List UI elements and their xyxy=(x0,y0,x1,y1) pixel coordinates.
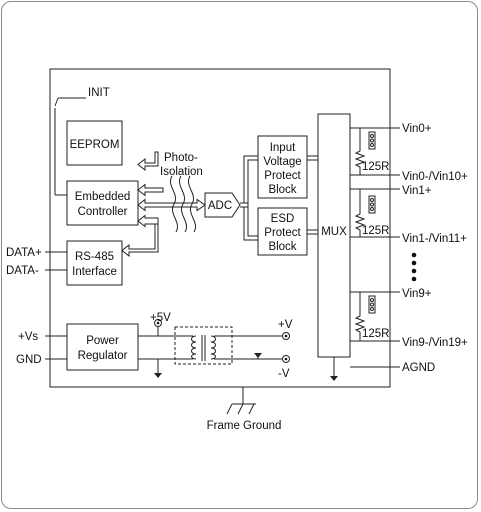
rs485-label-2: Interface xyxy=(72,266,117,278)
pin-gnd: GND xyxy=(16,354,42,366)
esd-label-3: Block xyxy=(268,241,296,253)
mux-block xyxy=(317,113,351,358)
embedded-controller-label-1: Embedded xyxy=(75,191,131,203)
isolation-transformer xyxy=(174,326,233,365)
input-voltage-protect-block xyxy=(257,135,308,199)
pin-vs: +Vs xyxy=(18,331,38,343)
frame-ground-label: Frame Ground xyxy=(207,420,282,432)
resistor-label-9: 125R xyxy=(362,328,390,340)
pin-agnd: AGND xyxy=(402,362,435,374)
mux-ground-symbol xyxy=(330,357,338,381)
bus-arrow-controller-lower xyxy=(137,214,159,228)
pin-vin1-minus: Vin1-/Vin11+ xyxy=(402,233,467,245)
eeprom-block xyxy=(66,120,123,166)
channel-1-wiring xyxy=(350,188,400,238)
power-wiring xyxy=(138,326,282,378)
power-regulator-label-1: Power xyxy=(86,335,119,347)
photo-isolation-label-2: Isolation xyxy=(160,166,203,178)
adc-block xyxy=(204,192,241,218)
ivp-label-2: Voltage xyxy=(263,156,301,168)
pin-vin0-minus: Vin0-/Vin10+ xyxy=(402,171,468,183)
protect-to-mux-lines xyxy=(307,155,318,235)
pin-vin0-plus: Vin0+ xyxy=(402,123,432,135)
minus-v-label: -V xyxy=(278,368,290,380)
embedded-controller-label-2: Controller xyxy=(78,206,128,218)
bus-arrow-controller-adc xyxy=(137,198,206,212)
ivp-label-3: Protect xyxy=(264,170,301,182)
resistor-label-1: 125R xyxy=(362,225,390,237)
bus-arrow-eeprom xyxy=(137,151,159,172)
photo-isolation-barrier xyxy=(170,175,196,233)
ivp-label-1: Input xyxy=(270,142,296,154)
adc-to-protect-lines xyxy=(240,155,258,241)
channel-0-wiring xyxy=(350,127,400,176)
module-enclosure xyxy=(49,68,391,388)
power-regulator-block xyxy=(66,323,139,371)
frame-ground-symbol xyxy=(226,387,256,415)
resistor-label-0: 125R xyxy=(362,161,390,173)
adc-label: ADC xyxy=(208,200,232,212)
mux-label: MUX xyxy=(321,226,347,238)
power-terminal-nodes xyxy=(154,319,290,363)
pin-vin1-plus: Vin1+ xyxy=(402,185,432,197)
plus-v-label: +V xyxy=(278,319,293,331)
pin-vin9-minus: Vin9-/Vin19+ xyxy=(402,337,468,349)
ivp-label-4: Block xyxy=(268,184,296,196)
rs485-interface-block xyxy=(66,240,123,286)
bus-arrow-rs485 xyxy=(121,217,159,258)
embedded-controller-block xyxy=(66,180,139,226)
channel-ellipsis-dots xyxy=(411,252,417,282)
photo-isolation-label-1: Photo- xyxy=(164,152,198,164)
esd-protect-block xyxy=(257,207,308,256)
esd-label-2: Protect xyxy=(264,227,301,239)
init-switch xyxy=(54,97,86,196)
esd-label-1: ESD xyxy=(271,213,295,225)
bus-arrow-controller-upper xyxy=(137,183,164,197)
init-label: INIT xyxy=(88,87,110,99)
rs485-label-1: RS-485 xyxy=(75,251,114,263)
plus5v-label: +5V xyxy=(150,312,171,324)
channel-9-wiring xyxy=(350,291,400,342)
power-regulator-label-2: Regulator xyxy=(78,350,128,362)
pin-vin9-plus: Vin9+ xyxy=(402,288,432,300)
eeprom-label: EEPROM xyxy=(70,139,120,151)
pin-data-plus: DATA+ xyxy=(6,247,42,259)
pin-data-minus: DATA- xyxy=(6,265,39,277)
